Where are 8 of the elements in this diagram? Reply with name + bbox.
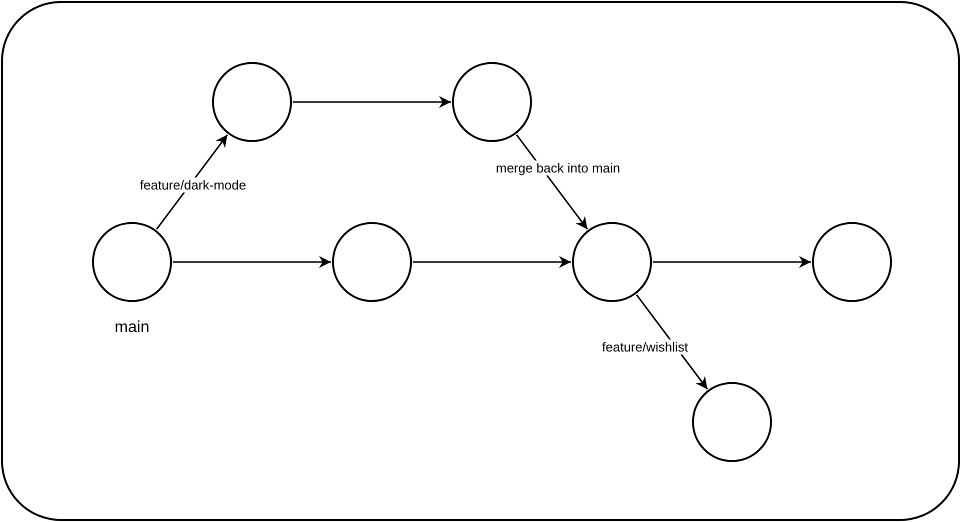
edge-label: feature/dark-mode [138, 178, 248, 192]
edge-label: feature/wishlist [601, 340, 689, 354]
arrow [653, 256, 811, 268]
edge-label: merge back into main [494, 160, 622, 176]
arrow [293, 96, 451, 108]
arrow [173, 256, 331, 268]
branch-label: main [114, 319, 150, 337]
arrow [413, 256, 571, 268]
